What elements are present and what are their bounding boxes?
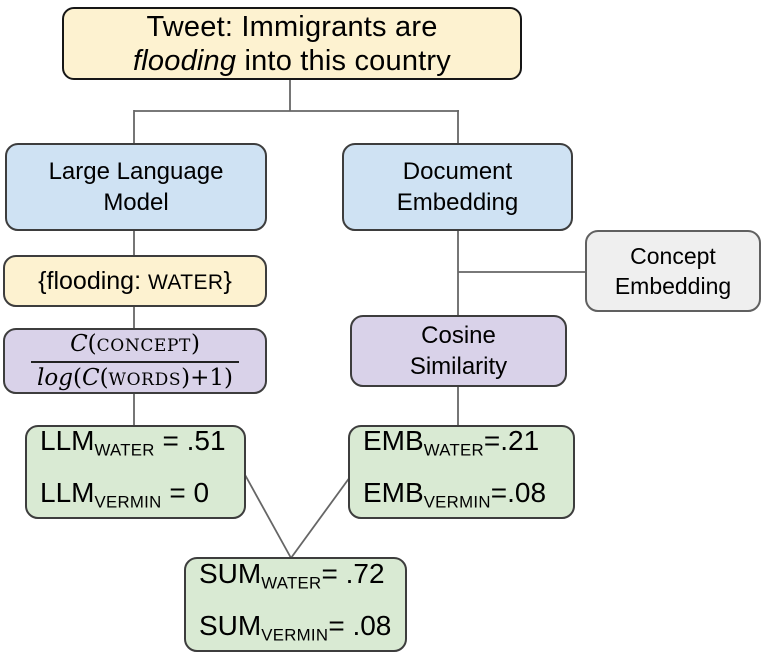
score-base: LLM: [40, 425, 95, 457]
score-row-emb-water: EMBWATER=.21: [363, 420, 539, 472]
score-base: SUM: [199, 557, 262, 589]
formula-den-tail: )+1): [181, 364, 233, 391]
cosine-label-line1: Cosine: [421, 322, 496, 349]
score-row-sum-water: SUMWATER= .72: [199, 553, 385, 605]
formula-denominator: log(C(WORDS)+1): [31, 363, 239, 391]
node-emb-scores: EMBWATER=.21 EMBVERMIN=.08: [348, 425, 575, 519]
formula-num-close: ): [190, 331, 200, 358]
llm-label-line2: Model: [103, 189, 169, 216]
formula-num-arg: CONCEPT: [96, 336, 191, 357]
score-row-emb-vermin: EMBVERMIN=.08: [363, 472, 546, 524]
score-row-llm-water: LLMWATER = .51: [40, 420, 226, 472]
node-large-language-model: Large Language Model: [5, 143, 267, 231]
node-llm-scores: LLMWATER = .51 LLMVERMIN = 0: [25, 425, 246, 519]
formula-den-var: C: [81, 364, 100, 391]
score-row-llm-vermin: LLMVERMIN = 0: [40, 472, 209, 524]
cosine-label-line2: Similarity: [409, 353, 508, 380]
score-sub: WATER: [94, 441, 155, 460]
score-value: =.21: [483, 425, 540, 457]
doc-label-line2: Embedding: [396, 189, 519, 216]
node-sum-scores: SUMWATER= .72 SUMVERMIN= .08: [184, 557, 407, 652]
edge-llmscore-to-sum: [243, 472, 292, 559]
formula-den-log: log: [37, 364, 73, 391]
formula-den-arg: WORDS: [108, 369, 182, 390]
formula-den-paren2: (: [99, 364, 109, 391]
node-flooding-concept-map: {flooding: WATER}: [3, 255, 267, 307]
score-base: SUM: [199, 609, 262, 641]
tweet-italic-word: flooding: [133, 44, 237, 77]
formula-numerator: C(CONCEPT): [31, 331, 239, 363]
score-base: LLM: [40, 477, 95, 508]
doc-label-line1: Document: [402, 158, 513, 185]
node-formula: C(CONCEPT) log(C(WORDS)+1): [3, 328, 267, 394]
score-sub: WATER: [261, 573, 322, 593]
node-document-embedding: Document Embedding: [342, 143, 573, 231]
score-value: = .72: [321, 557, 385, 589]
node-cosine-similarity: Cosine Similarity: [350, 315, 567, 387]
score-sub: VERMIN: [261, 625, 329, 645]
score-sub: VERMIN: [94, 492, 162, 512]
formula-den-paren1: (: [72, 364, 82, 391]
score-value: = .51: [154, 425, 226, 457]
score-row-sum-vermin: SUMVERMIN= .08: [199, 605, 391, 657]
score-sub: WATER: [423, 441, 484, 460]
tweet-line1: Tweet: Immigrants are: [146, 10, 438, 43]
llm-label-line1: Large Language: [48, 158, 224, 185]
tweet-line2-rest: into this country: [236, 44, 451, 77]
flooding-map-prefix: {flooding:: [38, 266, 148, 295]
formula-num-paren: (: [87, 331, 97, 358]
score-value: = 0: [161, 477, 210, 508]
tweet-line2: flooding into this country: [133, 44, 451, 78]
formula-fraction: C(CONCEPT) log(C(WORDS)+1): [31, 331, 239, 391]
score-value: = .08: [328, 609, 392, 641]
node-tweet: Tweet: Immigrants are flooding into this…: [62, 7, 522, 80]
score-value: =.08: [490, 477, 547, 508]
concept-label-line2: Embedding: [614, 273, 732, 299]
concept-label-line1: Concept: [630, 243, 716, 269]
formula-num-var: C: [70, 331, 88, 358]
edge-embscore-to-sum: [290, 476, 351, 559]
flooding-map-word: WATER: [147, 270, 224, 294]
score-base: EMB: [363, 425, 424, 457]
score-base: EMB: [363, 477, 424, 508]
flooding-map-suffix: }: [223, 266, 232, 295]
flooding-map-text: {flooding: WATER}: [38, 266, 232, 297]
score-sub: VERMIN: [423, 492, 491, 512]
node-concept-embedding: Concept Embedding: [585, 230, 761, 312]
